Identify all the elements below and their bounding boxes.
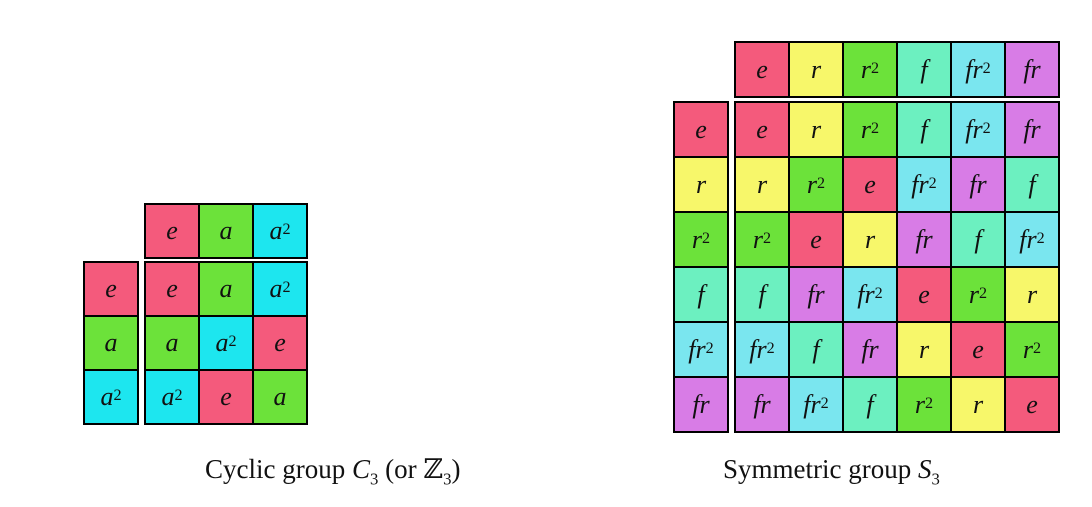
symmetric-caption-text: Symmetric group bbox=[723, 454, 918, 484]
table-cell: e bbox=[199, 370, 253, 424]
cyclic-caption-suffix: ) bbox=[451, 454, 461, 484]
table-cell: fr bbox=[897, 212, 951, 267]
table-cell: e bbox=[735, 102, 789, 157]
cyclic-caption-symbol: C bbox=[351, 454, 370, 484]
table-cell: fr bbox=[1005, 102, 1059, 157]
cyclic-caption-alt-symbol: ℤ bbox=[423, 454, 444, 484]
symmetric-caption-symbol: S bbox=[917, 454, 932, 484]
table-cell: f bbox=[843, 377, 897, 432]
column-header-cell: e bbox=[145, 204, 199, 258]
table-cell: fr bbox=[951, 157, 1005, 212]
cyclic-caption-text: Cyclic group bbox=[205, 454, 352, 484]
cyclic-caption: Cyclic group C3 (or ℤ3) bbox=[205, 454, 460, 489]
table-cell: f bbox=[735, 267, 789, 322]
table-cell: e bbox=[1005, 377, 1059, 432]
column-header-cell: r bbox=[789, 42, 843, 97]
table-cell: a bbox=[253, 370, 307, 424]
table-cell: r bbox=[789, 102, 843, 157]
row-header-cell: a bbox=[84, 316, 138, 370]
table-cell: f bbox=[951, 212, 1005, 267]
column-header-cell: e bbox=[735, 42, 789, 97]
row-header-cell: e bbox=[674, 102, 728, 157]
cyclic-caption-subscript: 3 bbox=[370, 469, 379, 489]
cyclic-caption-middle: (or bbox=[378, 454, 424, 484]
table-cell: fr bbox=[789, 267, 843, 322]
table-cell: r bbox=[735, 157, 789, 212]
table-cell: e bbox=[789, 212, 843, 267]
table-cell: a bbox=[145, 316, 199, 370]
table-cell: e bbox=[951, 322, 1005, 377]
table-cell: e bbox=[253, 316, 307, 370]
row-header-cell: f bbox=[674, 267, 728, 322]
table-cell: f bbox=[789, 322, 843, 377]
table-cell: fr bbox=[843, 322, 897, 377]
row-header-cell: e bbox=[84, 262, 138, 316]
row-header-cell: fr bbox=[674, 377, 728, 432]
column-header-cell: f bbox=[897, 42, 951, 97]
table-cell: fr bbox=[735, 377, 789, 432]
cyclic-caption-alt-subscript: 3 bbox=[443, 469, 452, 489]
table-cell: e bbox=[897, 267, 951, 322]
table-cell: r bbox=[897, 322, 951, 377]
column-header-cell: a bbox=[199, 204, 253, 258]
table-cell: r bbox=[951, 377, 1005, 432]
table-cell: e bbox=[843, 157, 897, 212]
table-cell: e bbox=[145, 262, 199, 316]
row-header-cell: r bbox=[674, 157, 728, 212]
symmetric-caption-subscript: 3 bbox=[931, 469, 940, 489]
table-cell: r bbox=[843, 212, 897, 267]
table-cell: f bbox=[897, 102, 951, 157]
table-cell: a bbox=[199, 262, 253, 316]
column-header-cell: fr bbox=[1005, 42, 1059, 97]
table-cell: f bbox=[1005, 157, 1059, 212]
symmetric-caption: Symmetric group S3 bbox=[723, 454, 940, 489]
table-cell: r bbox=[1005, 267, 1059, 322]
